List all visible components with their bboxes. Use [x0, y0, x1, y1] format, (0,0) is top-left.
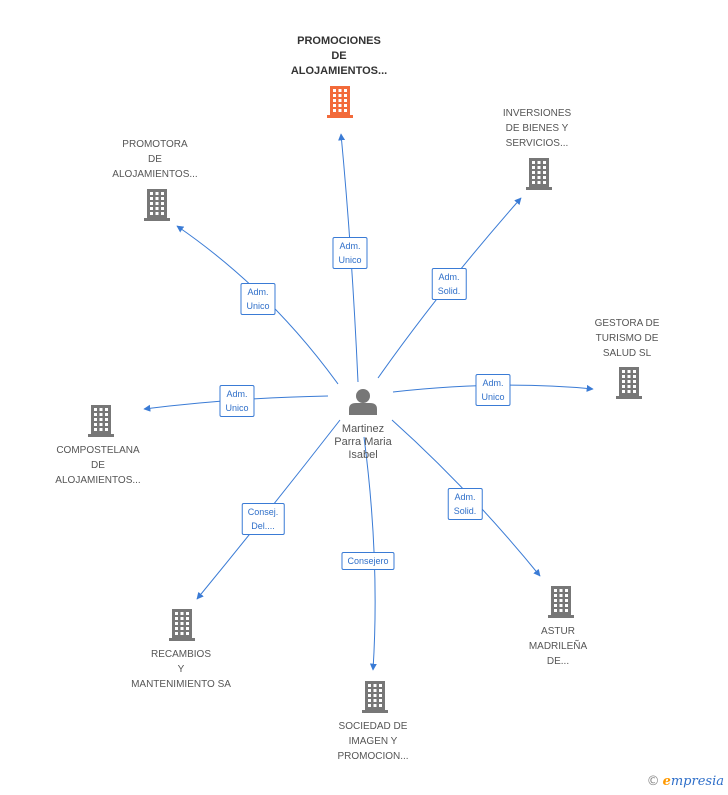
- relation-label-recambios-line: Consej.: [247, 507, 279, 517]
- company-label-gestora-line: SALUD SL: [602, 348, 652, 359]
- relation-label-promociones-line: Unico: [338, 255, 362, 265]
- relation-label-sociedad[interactable]: Consejero: [341, 552, 395, 570]
- relation-label-astur-line: Solid.: [453, 506, 477, 516]
- relation-label-gestora[interactable]: Adm. Unico: [475, 374, 511, 406]
- company-label-inversiones-line: DE BIENES Y: [505, 123, 569, 134]
- company-label-recambios-line: MANTENIMIENTO SA: [131, 679, 231, 690]
- copyright-symbol: ©: [646, 774, 660, 789]
- relation-label-inversiones-line: Solid.: [437, 286, 461, 296]
- person-name-line: Isabel: [348, 449, 378, 461]
- building-icon[interactable]: [327, 86, 353, 118]
- building-icon[interactable]: [616, 367, 642, 399]
- company-label-promociones[interactable]: PROMOCIONES DE ALOJAMIENTOS...: [291, 34, 387, 79]
- relation-label-promotora-line: Unico: [246, 301, 270, 311]
- company-label-recambios[interactable]: RECAMBIOS Y MANTENIMIENTO SA: [131, 647, 231, 692]
- company-label-astur[interactable]: ASTUR MADRILEÑA DE...: [529, 624, 587, 669]
- building-icon[interactable]: [362, 681, 388, 713]
- company-label-compostelana-line: ALOJAMIENTOS...: [55, 475, 141, 486]
- company-label-promociones-line: DE: [331, 50, 347, 62]
- brand-name: mpresia: [670, 774, 724, 789]
- company-label-promociones-line: ALOJAMIENTOS...: [290, 65, 388, 77]
- brand-initial: e: [662, 774, 671, 789]
- relation-label-compostelana-line: Adm.: [226, 389, 248, 399]
- company-label-gestora-line: TURISMO DE: [595, 333, 659, 344]
- company-label-astur-line: DE...: [546, 656, 570, 667]
- relation-label-recambios[interactable]: Consej. Del....: [241, 503, 285, 535]
- relation-label-promociones[interactable]: Adm. Unico: [332, 237, 368, 269]
- building-icon[interactable]: [169, 609, 195, 641]
- company-label-recambios-line: RECAMBIOS: [150, 649, 212, 660]
- relation-label-compostelana-line: Unico: [225, 403, 249, 413]
- relation-label-promotora-line: Adm.: [247, 287, 269, 297]
- relation-label-astur-line: Adm.: [454, 492, 476, 502]
- company-label-inversiones-line: SERVICIOS...: [505, 138, 569, 149]
- relation-label-astur[interactable]: Adm. Solid.: [447, 488, 483, 520]
- relation-label-recambios-line: Del....: [251, 521, 275, 531]
- company-label-astur-line: ASTUR: [541, 626, 575, 637]
- building-icon[interactable]: [548, 586, 574, 618]
- person-name-line: Martinez: [341, 423, 385, 435]
- company-label-promotora-line: ALOJAMIENTOS...: [112, 169, 198, 180]
- company-label-promotora-line: PROMOTORA: [122, 139, 188, 150]
- relation-label-inversiones-line: Adm.: [438, 272, 460, 282]
- company-label-sociedad-line: SOCIEDAD DE: [338, 721, 408, 732]
- company-label-compostelana-line: COMPOSTELANA: [56, 445, 140, 456]
- brand-footer[interactable]: ©empresia: [647, 774, 724, 789]
- company-label-promotora[interactable]: PROMOTORA DE ALOJAMIENTOS...: [112, 137, 197, 182]
- company-label-sociedad-line: IMAGEN Y: [348, 736, 398, 747]
- company-label-sociedad-line: PROMOCION...: [337, 751, 409, 762]
- relation-label-gestora-line: Adm.: [482, 378, 504, 388]
- relation-label-sociedad-line: Consejero: [347, 556, 389, 566]
- company-label-astur-line: MADRILEÑA: [528, 641, 588, 652]
- company-label-gestora-line: GESTORA DE: [594, 318, 660, 329]
- relation-label-compostelana[interactable]: Adm. Unico: [219, 385, 255, 417]
- building-icon[interactable]: [144, 189, 170, 221]
- relation-label-gestora-line: Unico: [481, 392, 505, 402]
- company-label-inversiones-line: INVERSIONES: [502, 108, 572, 119]
- person-name-line: Parra Maria: [334, 436, 392, 448]
- company-label-compostelana[interactable]: COMPOSTELANA DE ALOJAMIENTOS...: [55, 443, 140, 488]
- relation-label-promociones-line: Adm.: [339, 241, 361, 251]
- company-label-compostelana-line: DE: [91, 460, 105, 471]
- company-label-inversiones[interactable]: INVERSIONES DE BIENES Y SERVICIOS...: [503, 106, 571, 151]
- relation-label-promotora[interactable]: Adm. Unico: [240, 283, 276, 315]
- company-label-recambios-line: Y: [177, 664, 185, 675]
- building-icon[interactable]: [526, 158, 552, 190]
- company-label-promociones-line: PROMOCIONES: [297, 35, 381, 47]
- building-icon[interactable]: [88, 405, 114, 437]
- person-icon[interactable]: [349, 389, 377, 415]
- company-label-gestora[interactable]: GESTORA DE TURISMO DE SALUD SL: [595, 316, 660, 361]
- relation-label-inversiones[interactable]: Adm. Solid.: [431, 268, 467, 300]
- company-label-promotora-line: DE: [148, 154, 162, 165]
- company-label-sociedad[interactable]: SOCIEDAD DE IMAGEN Y PROMOCION...: [337, 719, 408, 764]
